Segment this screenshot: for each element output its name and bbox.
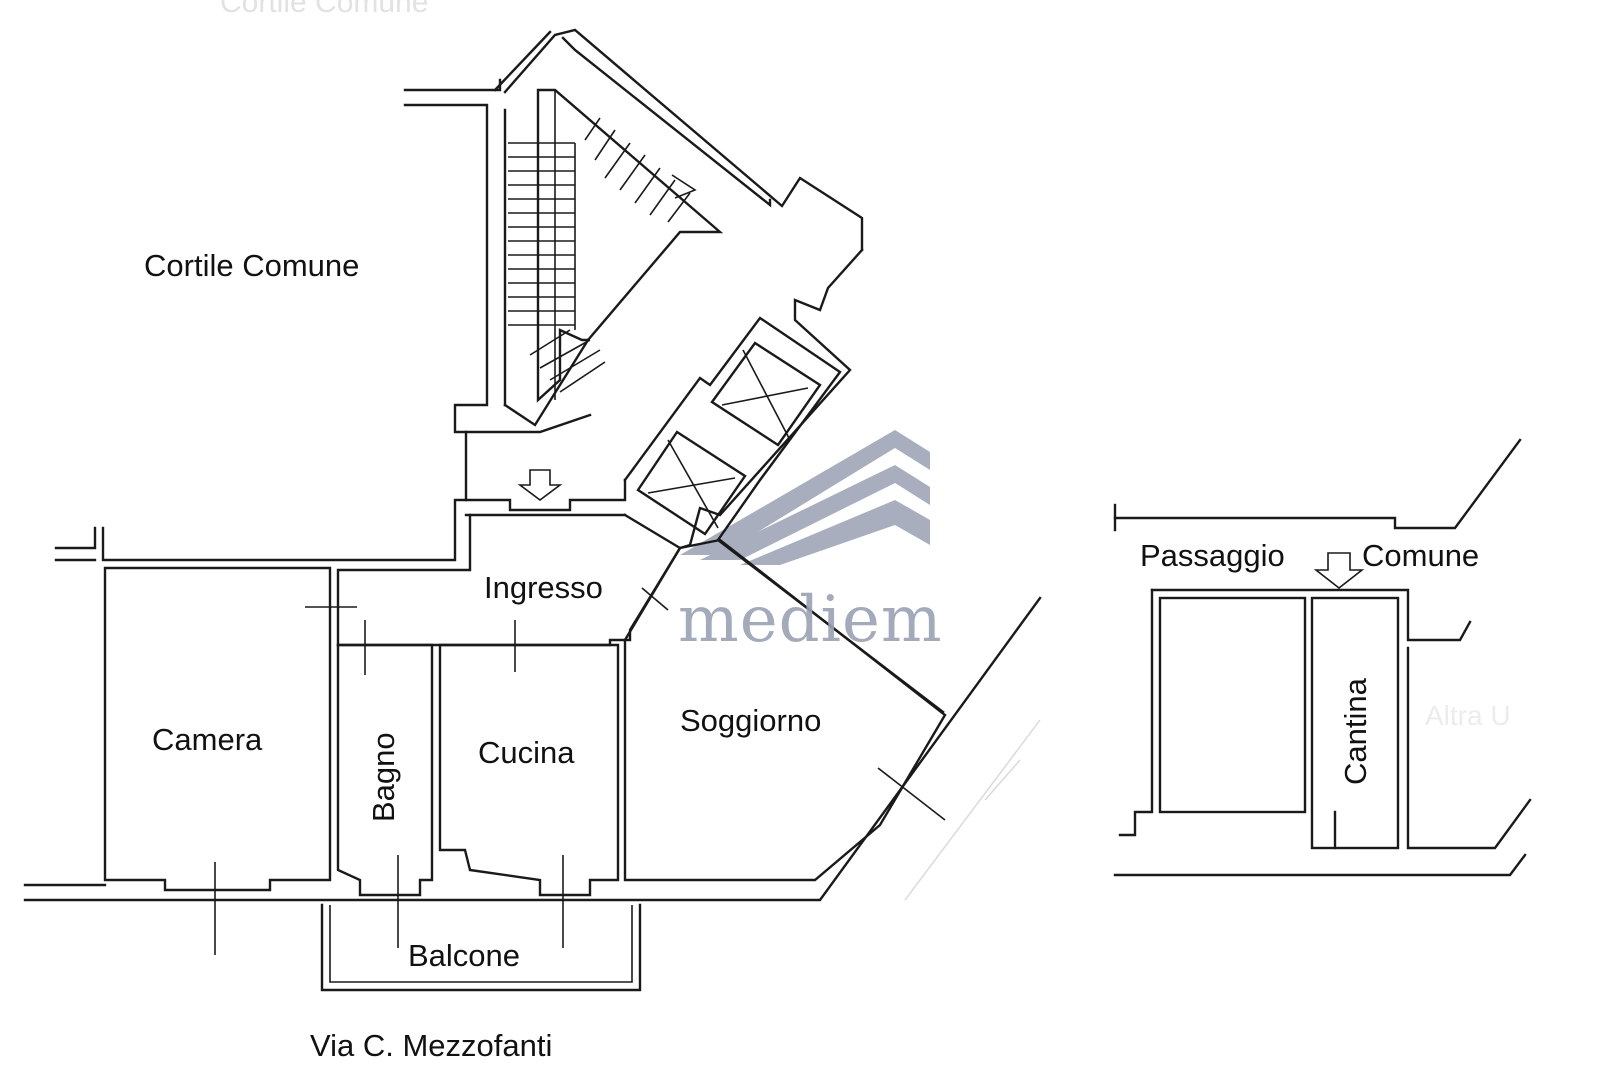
room-label-bagno: Bagno xyxy=(366,732,401,822)
room-label-camera: Camera xyxy=(152,722,263,757)
cut-top-text: Cortile Comune xyxy=(220,0,428,19)
stair-core xyxy=(536,88,724,403)
facade-wall xyxy=(23,596,1042,902)
room-label-ingresso: Ingresso xyxy=(484,570,603,605)
stair-wall xyxy=(493,30,552,92)
courtyard-wall xyxy=(103,103,489,562)
landing-wall xyxy=(464,413,592,434)
watermark-brand: mediem xyxy=(678,583,943,657)
cantina-block-wall xyxy=(1113,853,1527,877)
ghost-lines xyxy=(904,719,1041,901)
stair-arrow-icon xyxy=(671,174,697,199)
shaft-wall xyxy=(623,316,842,542)
ingresso-wall xyxy=(336,513,472,647)
entrance-arrow-icon xyxy=(517,469,563,501)
shaft-wall xyxy=(503,338,590,427)
cantina-room-wall xyxy=(1150,588,1472,642)
room-label-comune: Comune xyxy=(1362,538,1480,573)
ghost-text: Altra U xyxy=(1425,700,1511,731)
courtyard-wall xyxy=(54,526,97,550)
cantina-room-wall xyxy=(1406,646,1532,850)
room-label-passaggio: Passaggio xyxy=(1140,538,1285,573)
room-label-soggiorno: Soggiorno xyxy=(680,703,822,738)
landing-wall xyxy=(464,478,627,512)
stair-treads xyxy=(508,117,691,393)
door-swing xyxy=(641,587,669,611)
street-label: Via C. Mezzofanti xyxy=(310,1028,553,1063)
camera-wall xyxy=(103,566,332,892)
bagno-wall xyxy=(336,643,434,897)
room-label-balcone: Balcone xyxy=(408,938,521,973)
room-label-cucina: Cucina xyxy=(478,735,575,770)
room-label-cortile: Cortile Comune xyxy=(144,248,360,283)
cantina-room-wall xyxy=(1118,588,1154,837)
stair-wall xyxy=(561,36,772,208)
elevator-icon xyxy=(710,341,822,447)
roof-logo-icon xyxy=(680,430,930,565)
elevator-icon xyxy=(636,430,747,536)
cantina-room-wall xyxy=(1310,596,1400,850)
balcone-wall xyxy=(329,905,633,983)
cucina-wall xyxy=(438,643,620,897)
soggiorno-wall xyxy=(623,538,947,882)
stair-wall xyxy=(503,28,864,252)
balcone-wall xyxy=(320,903,642,992)
entrance-arrow-icon xyxy=(1313,552,1365,590)
soggiorno-wall xyxy=(716,538,945,714)
courtyard-wall xyxy=(403,78,502,92)
cantina-room-wall xyxy=(1158,596,1307,814)
cantina-block-wall xyxy=(1113,438,1522,530)
room-label-cantina: Cantina xyxy=(1338,678,1373,785)
window-mark xyxy=(877,767,946,821)
